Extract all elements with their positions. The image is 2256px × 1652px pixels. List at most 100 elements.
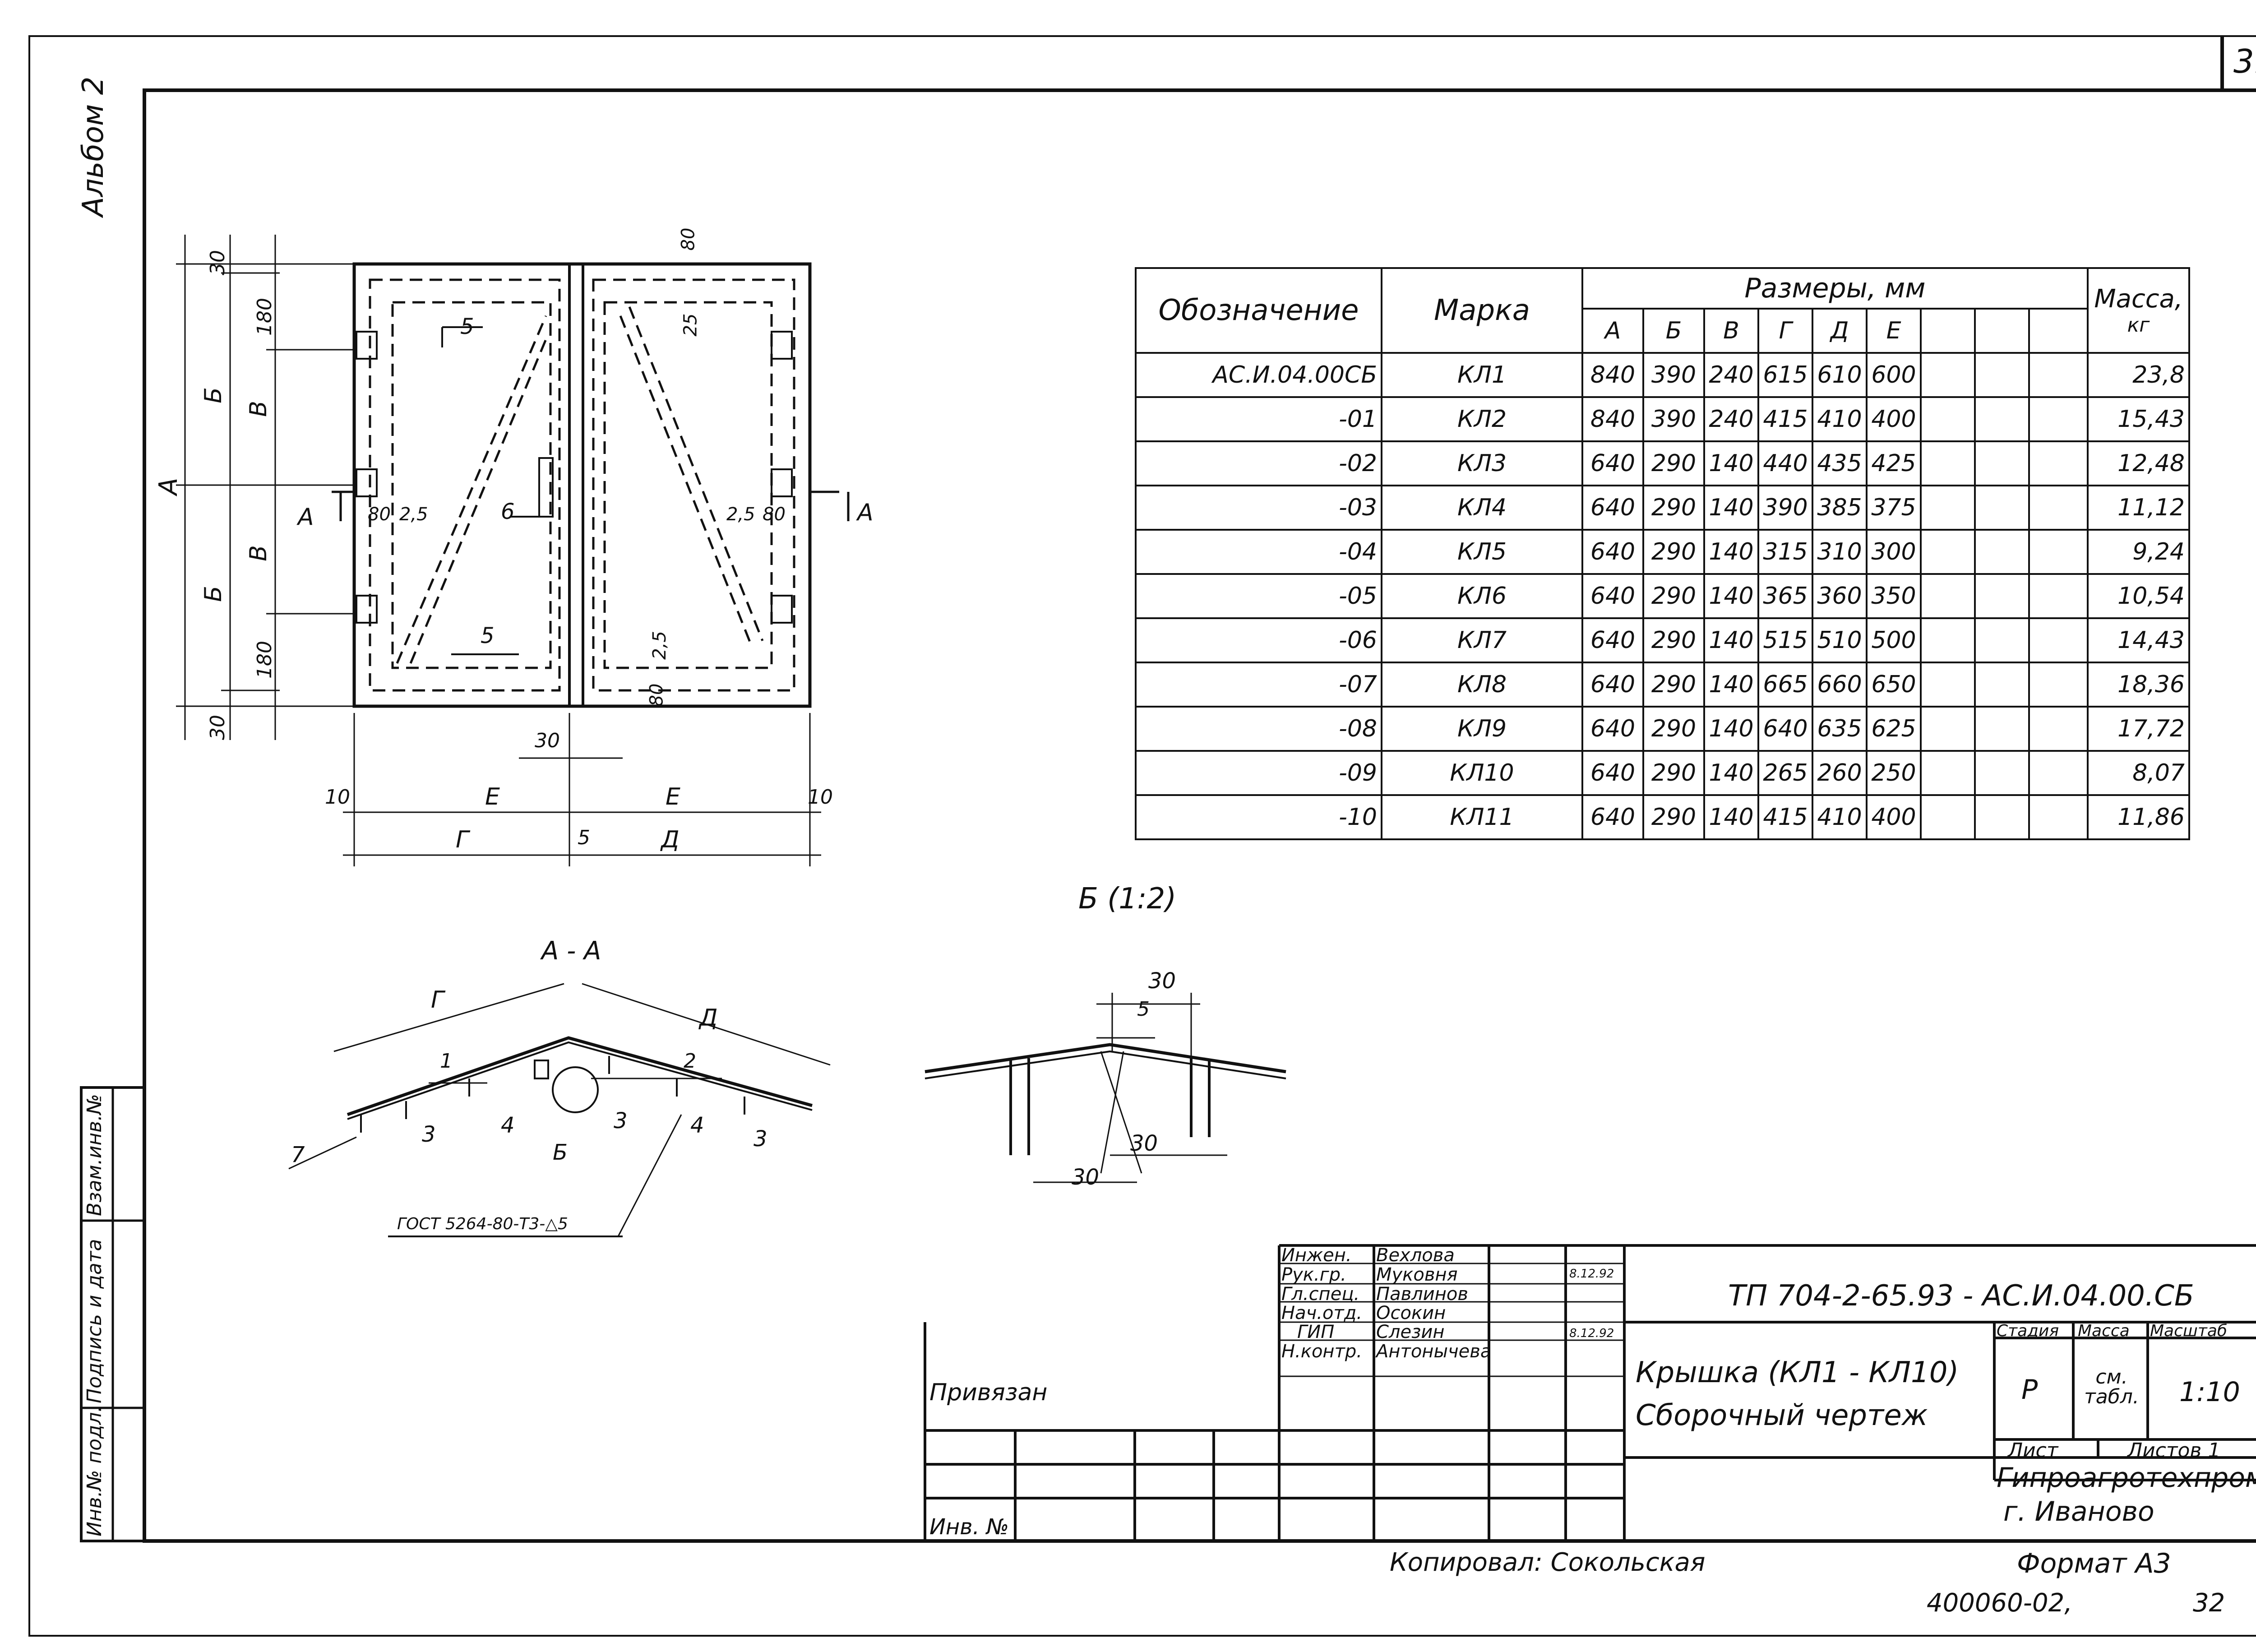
th-mass-line1: Масса, [2094, 284, 2183, 314]
cell-empty [1974, 352, 2030, 398]
cell-dim: 140 [1703, 662, 1759, 708]
side-stamp-signature: Подпись и дата [83, 1239, 106, 1403]
cell-dim: 300 [1866, 529, 1922, 575]
cell-dim: 250 [1866, 750, 1922, 796]
cell-dim: 415 [1757, 396, 1813, 442]
cell-dim: 390 [1642, 396, 1705, 442]
dim-top-30: 30 [206, 250, 229, 275]
cell-empty [2028, 750, 2089, 796]
cell-empty [2028, 485, 2089, 531]
cell-mark: КЛ8 [1381, 662, 1583, 708]
cell-dim: 390 [1757, 485, 1813, 531]
role-2: Гл.спец. [1281, 1284, 1360, 1305]
cell-dim: 600 [1866, 352, 1922, 398]
cell-empty [1920, 750, 1976, 796]
cell-dim: 365 [1757, 573, 1813, 619]
callout-6: 6 [501, 499, 515, 524]
detail-b-5: 5 [1137, 998, 1150, 1021]
cell-empty [2028, 794, 2089, 840]
section-aa-pos1: 1 [440, 1050, 453, 1073]
cell-designation: -05 [1135, 573, 1382, 619]
date-1: 8.12.92 [1569, 1327, 1614, 1340]
dim-5: 5 [578, 826, 590, 849]
cell-mark: КЛ1 [1381, 352, 1583, 398]
dim-right-25: 2,5 [726, 504, 755, 525]
cell-empty [2028, 352, 2089, 398]
cell-mass: 11,86 [2087, 794, 2190, 840]
th-mass-line2: кг [2127, 314, 2150, 337]
mass-value: см. табл. [2084, 1365, 2139, 1408]
format-label: Формат А3 [2017, 1548, 2171, 1579]
weld-note: ГОСТ 5264-80-Т3-△5 [397, 1215, 568, 1233]
cell-dim: 640 [1581, 706, 1644, 752]
cell-dim: 240 [1703, 396, 1759, 442]
cell-empty [1974, 440, 2030, 486]
mass-header: Масса [2078, 1322, 2130, 1340]
cell-empty [2028, 529, 2089, 575]
cell-designation: -08 [1135, 706, 1382, 752]
cell-dim: 350 [1866, 573, 1922, 619]
dim-top-80: 80 [678, 227, 699, 251]
cell-dim: 290 [1642, 662, 1705, 708]
cell-empty [1974, 529, 2030, 575]
cell-dim: 260 [1812, 750, 1868, 796]
th-col-g: Г [1757, 308, 1813, 354]
cell-dim: 635 [1812, 706, 1868, 752]
cell-dim: 290 [1642, 529, 1705, 575]
cell-dim: 400 [1866, 794, 1922, 840]
inventory-label: Инв. № [929, 1514, 1009, 1540]
cell-dim: 650 [1866, 662, 1922, 708]
detail-b-30-top: 30 [1148, 968, 1176, 994]
name-3: Осокин [1376, 1303, 1446, 1323]
plan-view [176, 235, 850, 866]
th-sizes: Размеры, мм [1581, 267, 2089, 310]
section-aa-pos3a: 3 [422, 1122, 436, 1147]
name-5: Антонычева [1376, 1341, 1492, 1362]
date-0: 8.12.92 [1569, 1267, 1614, 1281]
scale-value: 1:10 [2179, 1376, 2240, 1408]
scale-header: Масштаб [2150, 1322, 2228, 1340]
th-empty-3 [2028, 308, 2089, 354]
cell-dim: 375 [1866, 485, 1922, 531]
cell-dim: 615 [1757, 352, 1813, 398]
spec-table: Обозначение Марка Размеры, мм Масса, кг … [1135, 267, 2190, 840]
section-aa-g: Г [431, 986, 444, 1013]
cell-empty [1974, 485, 2030, 531]
cell-dim: 640 [1581, 794, 1644, 840]
cell-dim: 315 [1757, 529, 1813, 575]
dim-180-top: 180 [253, 298, 276, 336]
name-0: Вехлова [1376, 1245, 1455, 1266]
cell-empty [2028, 662, 2089, 708]
title-block-lines [924, 1244, 2256, 1541]
outer-border [28, 35, 2256, 1637]
cell-dim: 500 [1866, 617, 1922, 663]
cell-dim: 290 [1642, 485, 1705, 531]
archive-number: 400060-02, [1927, 1588, 2073, 1618]
cell-dim: 515 [1757, 617, 1813, 663]
cell-empty [2028, 573, 2089, 619]
cell-dim: 140 [1703, 617, 1759, 663]
tied-label: Привязан [929, 1379, 1048, 1406]
cell-empty [2028, 440, 2089, 486]
section-aa-title: А - А [541, 936, 601, 966]
cell-empty [1974, 573, 2030, 619]
cell-mass: 10,54 [2087, 573, 2190, 619]
drawing-title-2: Сборочный чертеж [1636, 1399, 1928, 1432]
dim-bottom-30: 30 [206, 715, 229, 740]
dim-left-80: 80 [368, 504, 391, 525]
album-label: Альбом 2 [77, 76, 110, 217]
cell-empty [1920, 794, 1976, 840]
section-aa-pos7: 7 [291, 1142, 305, 1167]
th-col-d: Д [1812, 308, 1868, 354]
dim-e-right: Е [666, 783, 680, 810]
cell-dim: 385 [1812, 485, 1868, 531]
section-aa-d: Д [699, 1004, 718, 1032]
cell-mark: КЛ10 [1381, 750, 1583, 796]
cell-mark: КЛ11 [1381, 794, 1583, 840]
